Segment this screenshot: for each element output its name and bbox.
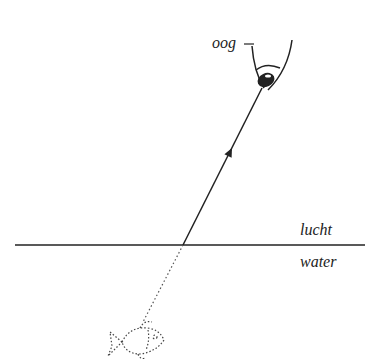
eye-symbol [244,40,292,90]
water-surface [15,244,365,246]
ray-arrowhead [224,148,232,158]
eye-label: oog [212,34,236,52]
medium-label: water [300,253,336,271]
apparent-ray [143,245,183,322]
fish-image [108,322,164,359]
light-ray [183,88,262,245]
medium-label: lucht [300,221,332,239]
